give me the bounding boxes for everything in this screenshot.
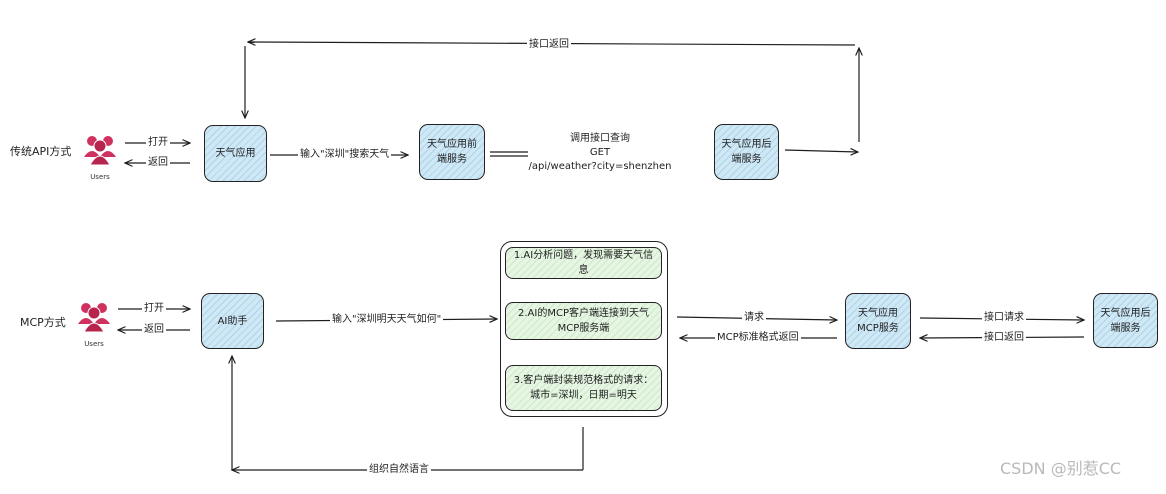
arrow-backend-out [784, 150, 858, 152]
label-return-top: 返回 [146, 156, 170, 169]
users-icon-bottom: Users [76, 300, 112, 348]
ai-assistant-box: AI助手 [201, 293, 264, 349]
csdn-watermark: CSDN @别惹CC [1000, 459, 1122, 478]
mode-label-mcp: MCP方式 [20, 316, 66, 329]
label-input-search: 输入"深圳"搜索天气 [298, 148, 392, 161]
label-return-bottom: 返回 [142, 323, 166, 336]
users-label-top: Users [90, 173, 110, 181]
label-input-question: 输入"深圳明天天气如何" [330, 313, 444, 326]
api-call-text: 调用接口查询 GET /api/weather?city=shenzhen [527, 132, 673, 174]
label-api-return-top: 接口返回 [527, 38, 571, 51]
weather-mcp-service-box: 天气应用MCP服务 [845, 293, 911, 349]
label-api-request: 接口请求 [982, 311, 1026, 324]
weather-backend-box-top: 天气应用后端服务 [714, 124, 779, 180]
step-1: 1.AI分析问题，发现需要天气信息 [505, 247, 662, 279]
mode-label-traditional: 传统API方式 [10, 145, 72, 158]
api-call-line3: /api/weather?city=shenzhen [528, 161, 672, 172]
api-call-line2: GET [589, 147, 611, 158]
weather-backend-box-bottom: 天气应用后端服务 [1093, 293, 1158, 348]
label-request: 请求 [742, 311, 766, 324]
step-2: 2.AI的MCP客户端连接到天气MCP服务端 [505, 302, 662, 340]
label-open-bottom: 打开 [142, 302, 166, 315]
weather-frontend-box: 天气应用前端服务 [419, 124, 485, 180]
label-open-top: 打开 [146, 136, 170, 149]
label-mcp-return: MCP标准格式返回 [715, 331, 801, 344]
users-label-bottom: Users [84, 340, 104, 348]
weather-app-box: 天气应用 [204, 125, 267, 182]
label-organize-language: 组织自然语言 [367, 463, 431, 476]
api-call-line1: 调用接口查询 [570, 133, 630, 144]
users-icon-top: Users [82, 133, 118, 181]
label-api-return-bottom: 接口返回 [982, 331, 1026, 344]
step-3: 3.客户端封装规范格式的请求：城市=深圳，日期=明天 [505, 365, 662, 411]
